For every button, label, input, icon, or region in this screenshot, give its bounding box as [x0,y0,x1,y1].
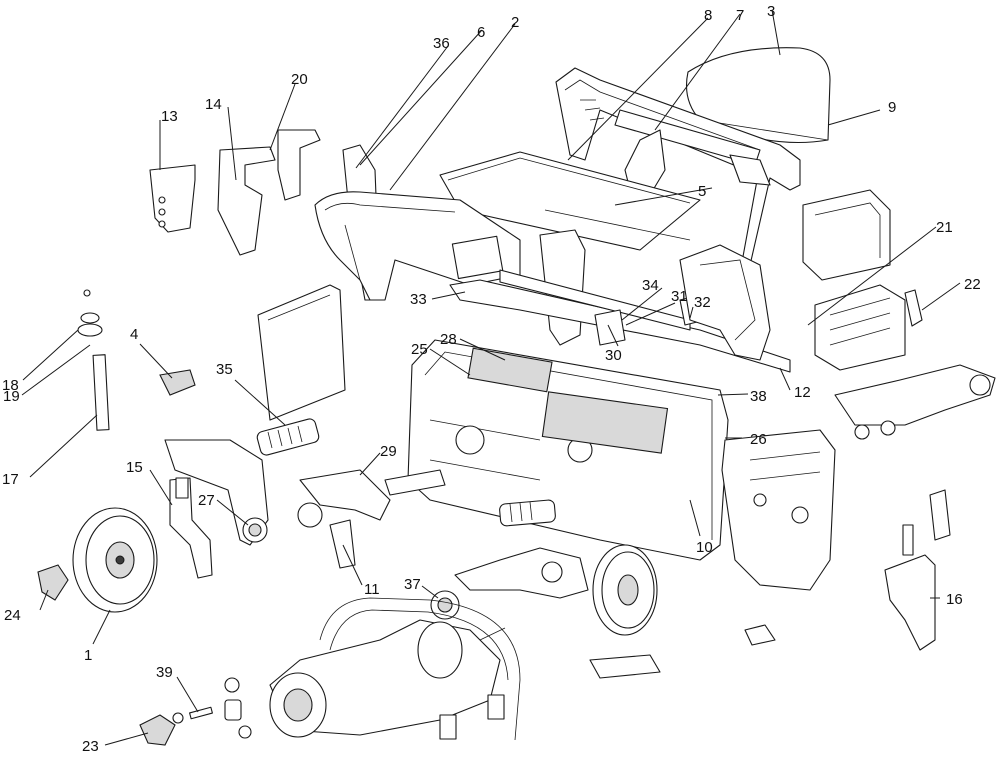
caster-fork-part [169,477,213,579]
callout-11: 11 [364,581,380,598]
left-wheel-part [72,507,158,613]
callout-7: 7 [736,7,744,24]
leader-lines [21,9,961,746]
bracket-20-part [277,129,321,201]
callout-21: 21 [936,219,953,236]
callout-33: 33 [410,291,427,308]
callout-19: 19 [3,388,20,405]
callout-35: 35 [216,361,233,378]
callout-34: 34 [642,277,659,294]
callout-28: 28 [440,331,457,348]
bracket-13-part [149,164,196,233]
left-panel-part [257,284,346,421]
lower-caster-arm-part [454,547,589,599]
callout-22: 22 [964,276,981,293]
misc-plate-part [589,489,951,679]
callout-12: 12 [794,384,811,401]
control-module-part [802,189,923,371]
callout-39: 39 [156,664,173,681]
callout-23: 23 [82,738,99,755]
callout-5: 5 [698,183,706,200]
callout-38: 38 [750,388,767,405]
right-caster-fork-part [884,524,936,651]
callout-1: 1 [84,647,92,664]
kingpin-part [77,289,110,431]
callout-26: 26 [750,431,767,448]
callout-32: 32 [694,294,711,311]
hub-cap-part [37,564,69,601]
callout-15: 15 [126,459,143,476]
callout-29: 29 [380,443,397,460]
callout-16: 16 [946,591,963,608]
right-wheel-part [592,544,658,636]
caster-arm-part [164,439,269,546]
knob-part-23 [139,714,176,746]
callout-4: 4 [130,326,138,343]
callout-8: 8 [704,7,712,24]
suspension-arm-part [297,469,391,569]
cap-part-4 [159,369,196,396]
side-cover-part [679,244,771,361]
callout-labels: 1 2 3 4 5 6 7 8 9 10 11 12 13 14 15 16 1… [2,3,981,755]
callout-6: 6 [477,24,485,41]
callout-2: 2 [511,14,519,31]
side-shroud-part [314,144,521,301]
callout-31: 31 [671,288,688,305]
pin-part-39 [172,706,213,724]
callout-25: 25 [411,341,428,358]
callout-14: 14 [205,96,222,113]
shock-absorber-2-part [499,499,556,527]
callout-37: 37 [404,576,421,593]
rear-bracket-part [834,364,996,440]
washer-parts [224,677,252,739]
callout-24: 24 [4,607,21,624]
callout-30: 30 [605,347,622,364]
callout-36: 36 [433,35,450,52]
motor-assembly-part [269,597,521,741]
main-chassis-part [384,339,729,561]
callout-20: 20 [291,71,308,88]
shock-absorber-part [256,418,320,456]
front-cover-part [721,429,836,591]
callout-13: 13 [161,108,178,125]
upper-frame-part [555,67,801,301]
callout-18: 18 [2,377,19,394]
callout-27: 27 [198,492,215,509]
callout-3: 3 [767,3,775,20]
callout-10: 10 [696,539,713,556]
bracket-14-part [217,146,276,256]
callout-17: 17 [2,471,19,488]
callout-9: 9 [888,99,896,116]
